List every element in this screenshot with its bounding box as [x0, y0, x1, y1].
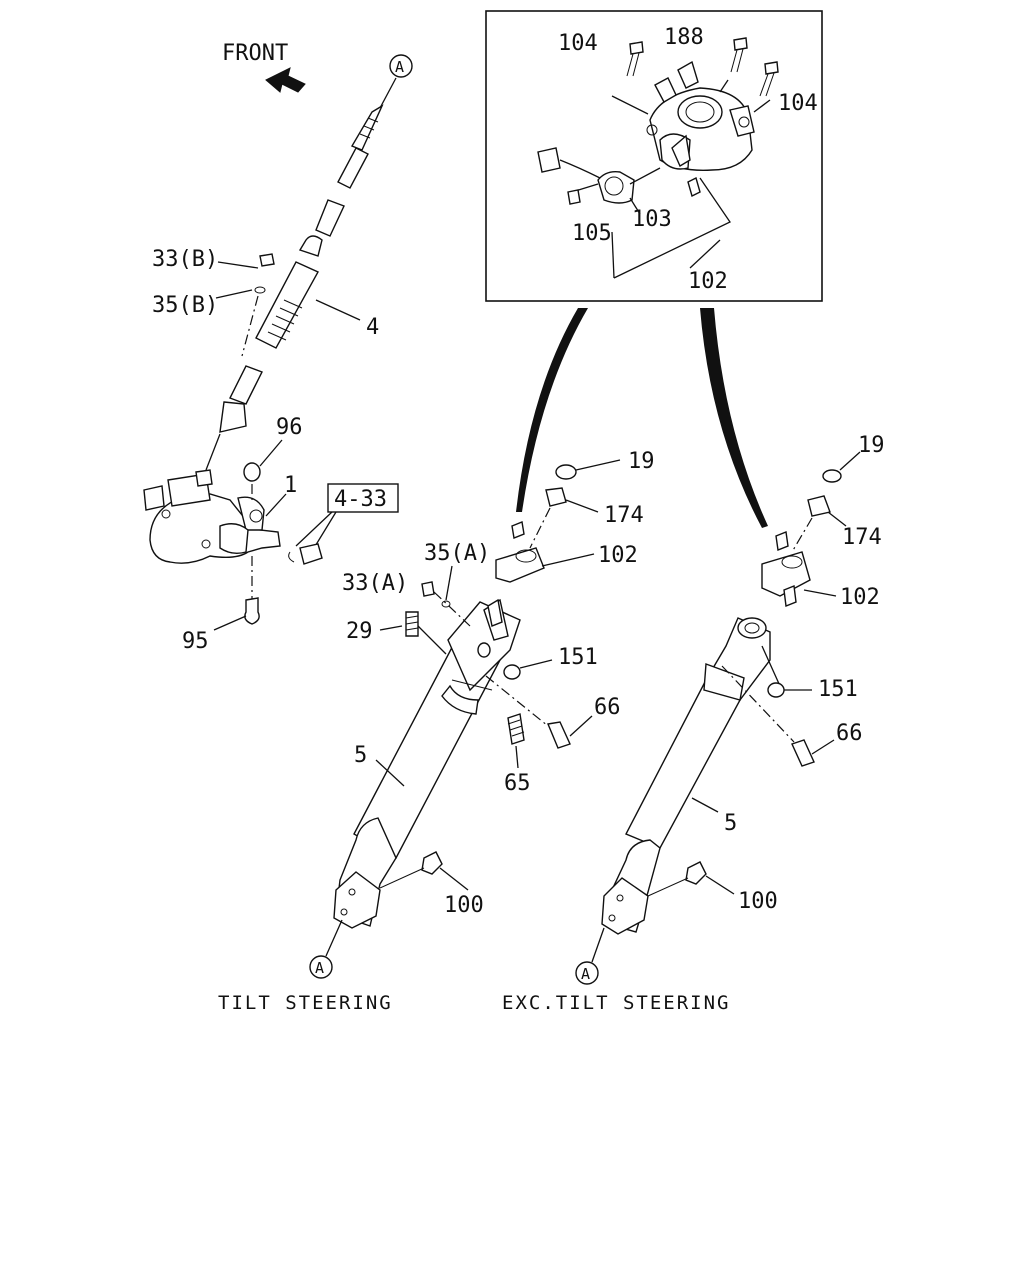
bolt-33a-tilt: [421, 581, 435, 597]
label-5-tilt: 5: [354, 743, 367, 768]
label-35b: 35(B): [152, 293, 218, 318]
reference-box-4-33[interactable]: [327, 483, 399, 513]
label-95: 95: [182, 629, 209, 654]
switch-housing-assembly: [537, 37, 779, 279]
label-151-tilt: 151: [558, 645, 598, 670]
label-33a-tilt: 33(A): [342, 571, 408, 596]
nut-96: [243, 462, 261, 482]
label-4-33[interactable]: 4-33: [334, 487, 387, 512]
washer-35b: [254, 286, 266, 294]
label-103: 103: [632, 207, 672, 232]
label-174-exc: 174: [842, 525, 882, 550]
label-151-exc: 151: [818, 677, 858, 702]
spring-65: [507, 713, 525, 745]
inset-callout-right: [700, 308, 768, 528]
bushing-174-exc: [807, 495, 831, 517]
steering-gear-box: [143, 469, 281, 564]
marker-a-top-letter: A: [395, 58, 404, 76]
label-102-tilt: 102: [598, 543, 638, 568]
label-66-tilt: 66: [594, 695, 621, 720]
label-104-right: 104: [778, 91, 818, 116]
label-66-exc: 66: [836, 721, 863, 746]
label-105: 105: [572, 221, 612, 246]
label-96: 96: [276, 415, 303, 440]
label-102-exc: 102: [840, 585, 880, 610]
tilt-steering-column: [333, 521, 545, 929]
hose-fitting-icon: [299, 543, 323, 565]
exc-tilt-steering-column: [601, 531, 811, 935]
marker-a-tilt: [309, 955, 333, 979]
label-4: 4: [366, 315, 379, 340]
intermediate-shaft: [219, 54, 413, 433]
bolt-100-tilt: [421, 851, 443, 875]
label-1: 1: [284, 473, 297, 498]
bolt-33b: [259, 253, 275, 267]
bolt-66-exc: [791, 739, 815, 767]
bolt-66-tilt: [547, 721, 571, 749]
caption-exc-tilt-steering: EXC.TILT STEERING: [502, 992, 730, 1014]
inset-callout-left: [516, 308, 588, 512]
marker-a-tilt-letter: A: [315, 959, 324, 977]
label-35a-tilt: 35(A): [424, 541, 490, 566]
front-arrow-icon: [265, 67, 306, 93]
snap-ring-19-tilt: [555, 464, 577, 480]
label-104-left: 104: [558, 31, 598, 56]
bolt-100-exc: [685, 861, 707, 885]
label-102-inset: 102: [688, 269, 728, 294]
snap-ring-19-exc: [822, 469, 842, 483]
washer-35a-tilt: [441, 600, 451, 608]
bushing-174-tilt: [545, 487, 567, 507]
bolt-95: [244, 597, 260, 625]
label-29: 29: [346, 619, 373, 644]
detail-inset-box: [485, 10, 823, 302]
label-19-exc: 19: [858, 433, 885, 458]
label-174-tilt: 174: [604, 503, 644, 528]
label-33b: 33(B): [152, 247, 218, 272]
nut-151-exc: [767, 682, 785, 698]
marker-a-exc: [575, 961, 599, 985]
label-19-tilt: 19: [628, 449, 655, 474]
label-65: 65: [504, 771, 531, 796]
marker-a-exc-letter: A: [581, 965, 590, 983]
label-100-exc: 100: [738, 889, 778, 914]
label-100-tilt: 100: [444, 893, 484, 918]
label-5-exc: 5: [724, 811, 737, 836]
label-188: 188: [664, 25, 704, 50]
nut-151-tilt: [503, 664, 521, 680]
caption-tilt-steering: TILT STEERING: [218, 992, 393, 1014]
front-label: FRONT: [222, 41, 288, 66]
